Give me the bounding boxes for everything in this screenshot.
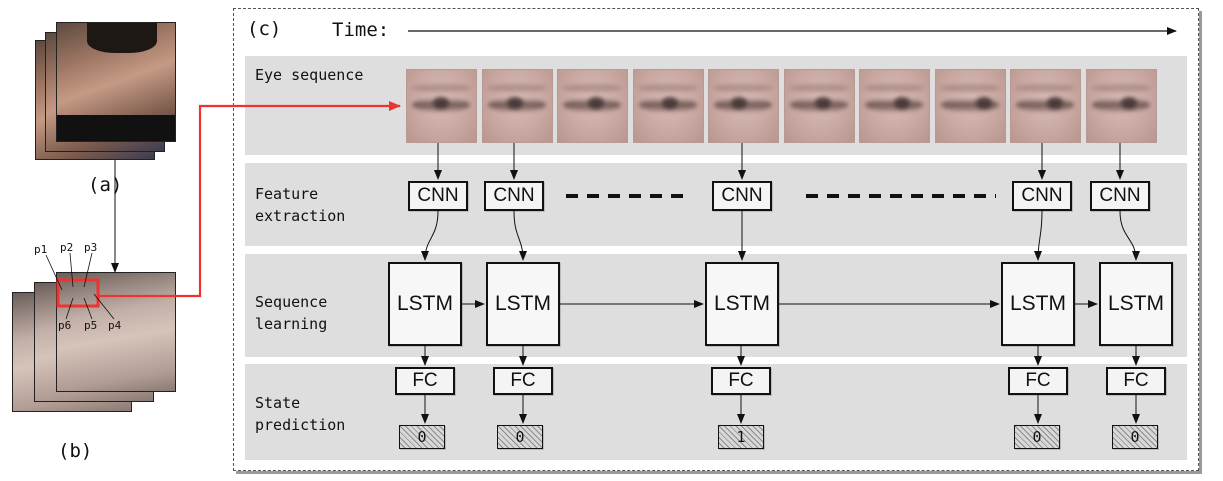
cnn-box-4: CNN <box>1012 181 1072 211</box>
row-label-sequence-learning: Sequence learning <box>255 293 328 333</box>
row-label-state-prediction: State prediction <box>255 394 346 434</box>
eye-frame-10 <box>1086 69 1157 143</box>
fc-box-2: FC <box>493 367 553 395</box>
state-output-5: 0 <box>1112 425 1158 449</box>
landmark-p3: p3 <box>84 241 98 254</box>
panel-label-a: (a) <box>88 174 123 196</box>
lstm-box-2: LSTM <box>486 262 560 346</box>
eye-frame-3 <box>557 69 628 143</box>
fc-box-5: FC <box>1106 367 1166 395</box>
eye-frame-5 <box>708 69 779 143</box>
eye-frame-4 <box>633 69 704 143</box>
eye-frame-8 <box>935 69 1006 143</box>
eye-crop-front <box>56 272 176 392</box>
state-output-1: 0 <box>399 425 445 449</box>
state-output-3: 1 <box>718 425 764 449</box>
state-output-2: 0 <box>497 425 543 449</box>
cnn-box-1: CNN <box>408 181 468 211</box>
landmark-p6: p6 <box>58 319 72 332</box>
cnn-box-2: CNN <box>484 181 544 211</box>
cnn-box-5: CNN <box>1090 181 1150 211</box>
state-value-3: 1 <box>736 428 746 446</box>
eye-frame-7 <box>859 69 930 143</box>
state-output-4: 0 <box>1014 425 1060 449</box>
row-label-feature-extraction: Feature extraction <box>255 185 346 225</box>
eye-frame-2 <box>482 69 553 143</box>
eye-frame-1 <box>406 69 477 143</box>
time-label: Time: <box>332 19 390 41</box>
eye-frame-9 <box>1010 69 1081 143</box>
eye-frame-6 <box>784 69 855 143</box>
landmark-p5: p5 <box>84 319 98 332</box>
panel-label-b: (b) <box>58 440 93 462</box>
landmark-p2: p2 <box>60 241 74 254</box>
state-value-5: 0 <box>1130 428 1140 446</box>
lstm-box-4: LSTM <box>1001 262 1075 346</box>
state-value-2: 0 <box>515 428 525 446</box>
face-frame-front <box>56 22 176 142</box>
lstm-box-3: LSTM <box>705 262 779 346</box>
row-label-eye-sequence: Eye sequence <box>255 66 364 84</box>
state-value-1: 0 <box>417 428 427 446</box>
state-value-4: 0 <box>1032 428 1042 446</box>
lstm-box-5: LSTM <box>1099 262 1173 346</box>
fc-box-3: FC <box>711 367 771 395</box>
landmark-p1: p1 <box>34 243 48 256</box>
panel-label-c: (c) <box>247 18 282 40</box>
lstm-box-1: LSTM <box>388 262 462 346</box>
fc-box-1: FC <box>395 367 455 395</box>
fc-box-4: FC <box>1008 367 1068 395</box>
landmark-p4: p4 <box>108 319 122 332</box>
cnn-box-3: CNN <box>712 181 772 211</box>
